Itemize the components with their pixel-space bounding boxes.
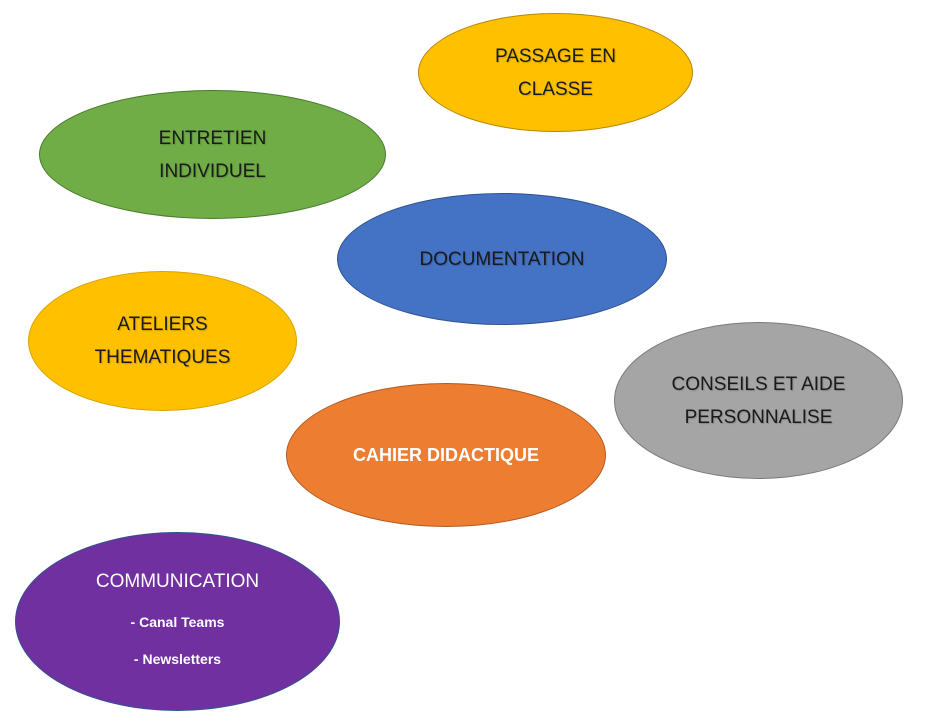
node-label: ENTRETIEN INDIVIDUEL (158, 127, 267, 182)
node-label: DOCUMENTATION (419, 248, 585, 270)
node-entretien-individuel: ENTRETIEN INDIVIDUEL (39, 90, 386, 219)
node-label: CAHIER DIDACTIQUE (352, 444, 539, 465)
list-item: - Newsletters (133, 651, 222, 667)
node-label: CONSEILS ET AIDE PERSONNALISE (671, 373, 846, 428)
node-label: COMMUNICATION (95, 571, 260, 592)
node-conseils-et-aide: CONSEILS ET AIDE PERSONNALISE (614, 322, 903, 479)
node-cahier-didactique: CAHIER DIDACTIQUE (286, 383, 606, 527)
communication-channel-list: - Canal Teams - Newsletters (131, 604, 225, 678)
node-label: ATELIERS THEMATIQUES (94, 314, 231, 368)
node-label: PASSAGE EN CLASSE (494, 45, 617, 100)
node-communication: COMMUNICATION - Canal Teams - Newsletter… (15, 532, 340, 711)
node-ateliers-thematiques: ATELIERS THEMATIQUES (28, 271, 297, 411)
node-passage-en-classe: PASSAGE EN CLASSE (418, 13, 693, 132)
list-item: - Canal Teams (130, 614, 225, 630)
node-documentation: DOCUMENTATION (337, 193, 667, 325)
